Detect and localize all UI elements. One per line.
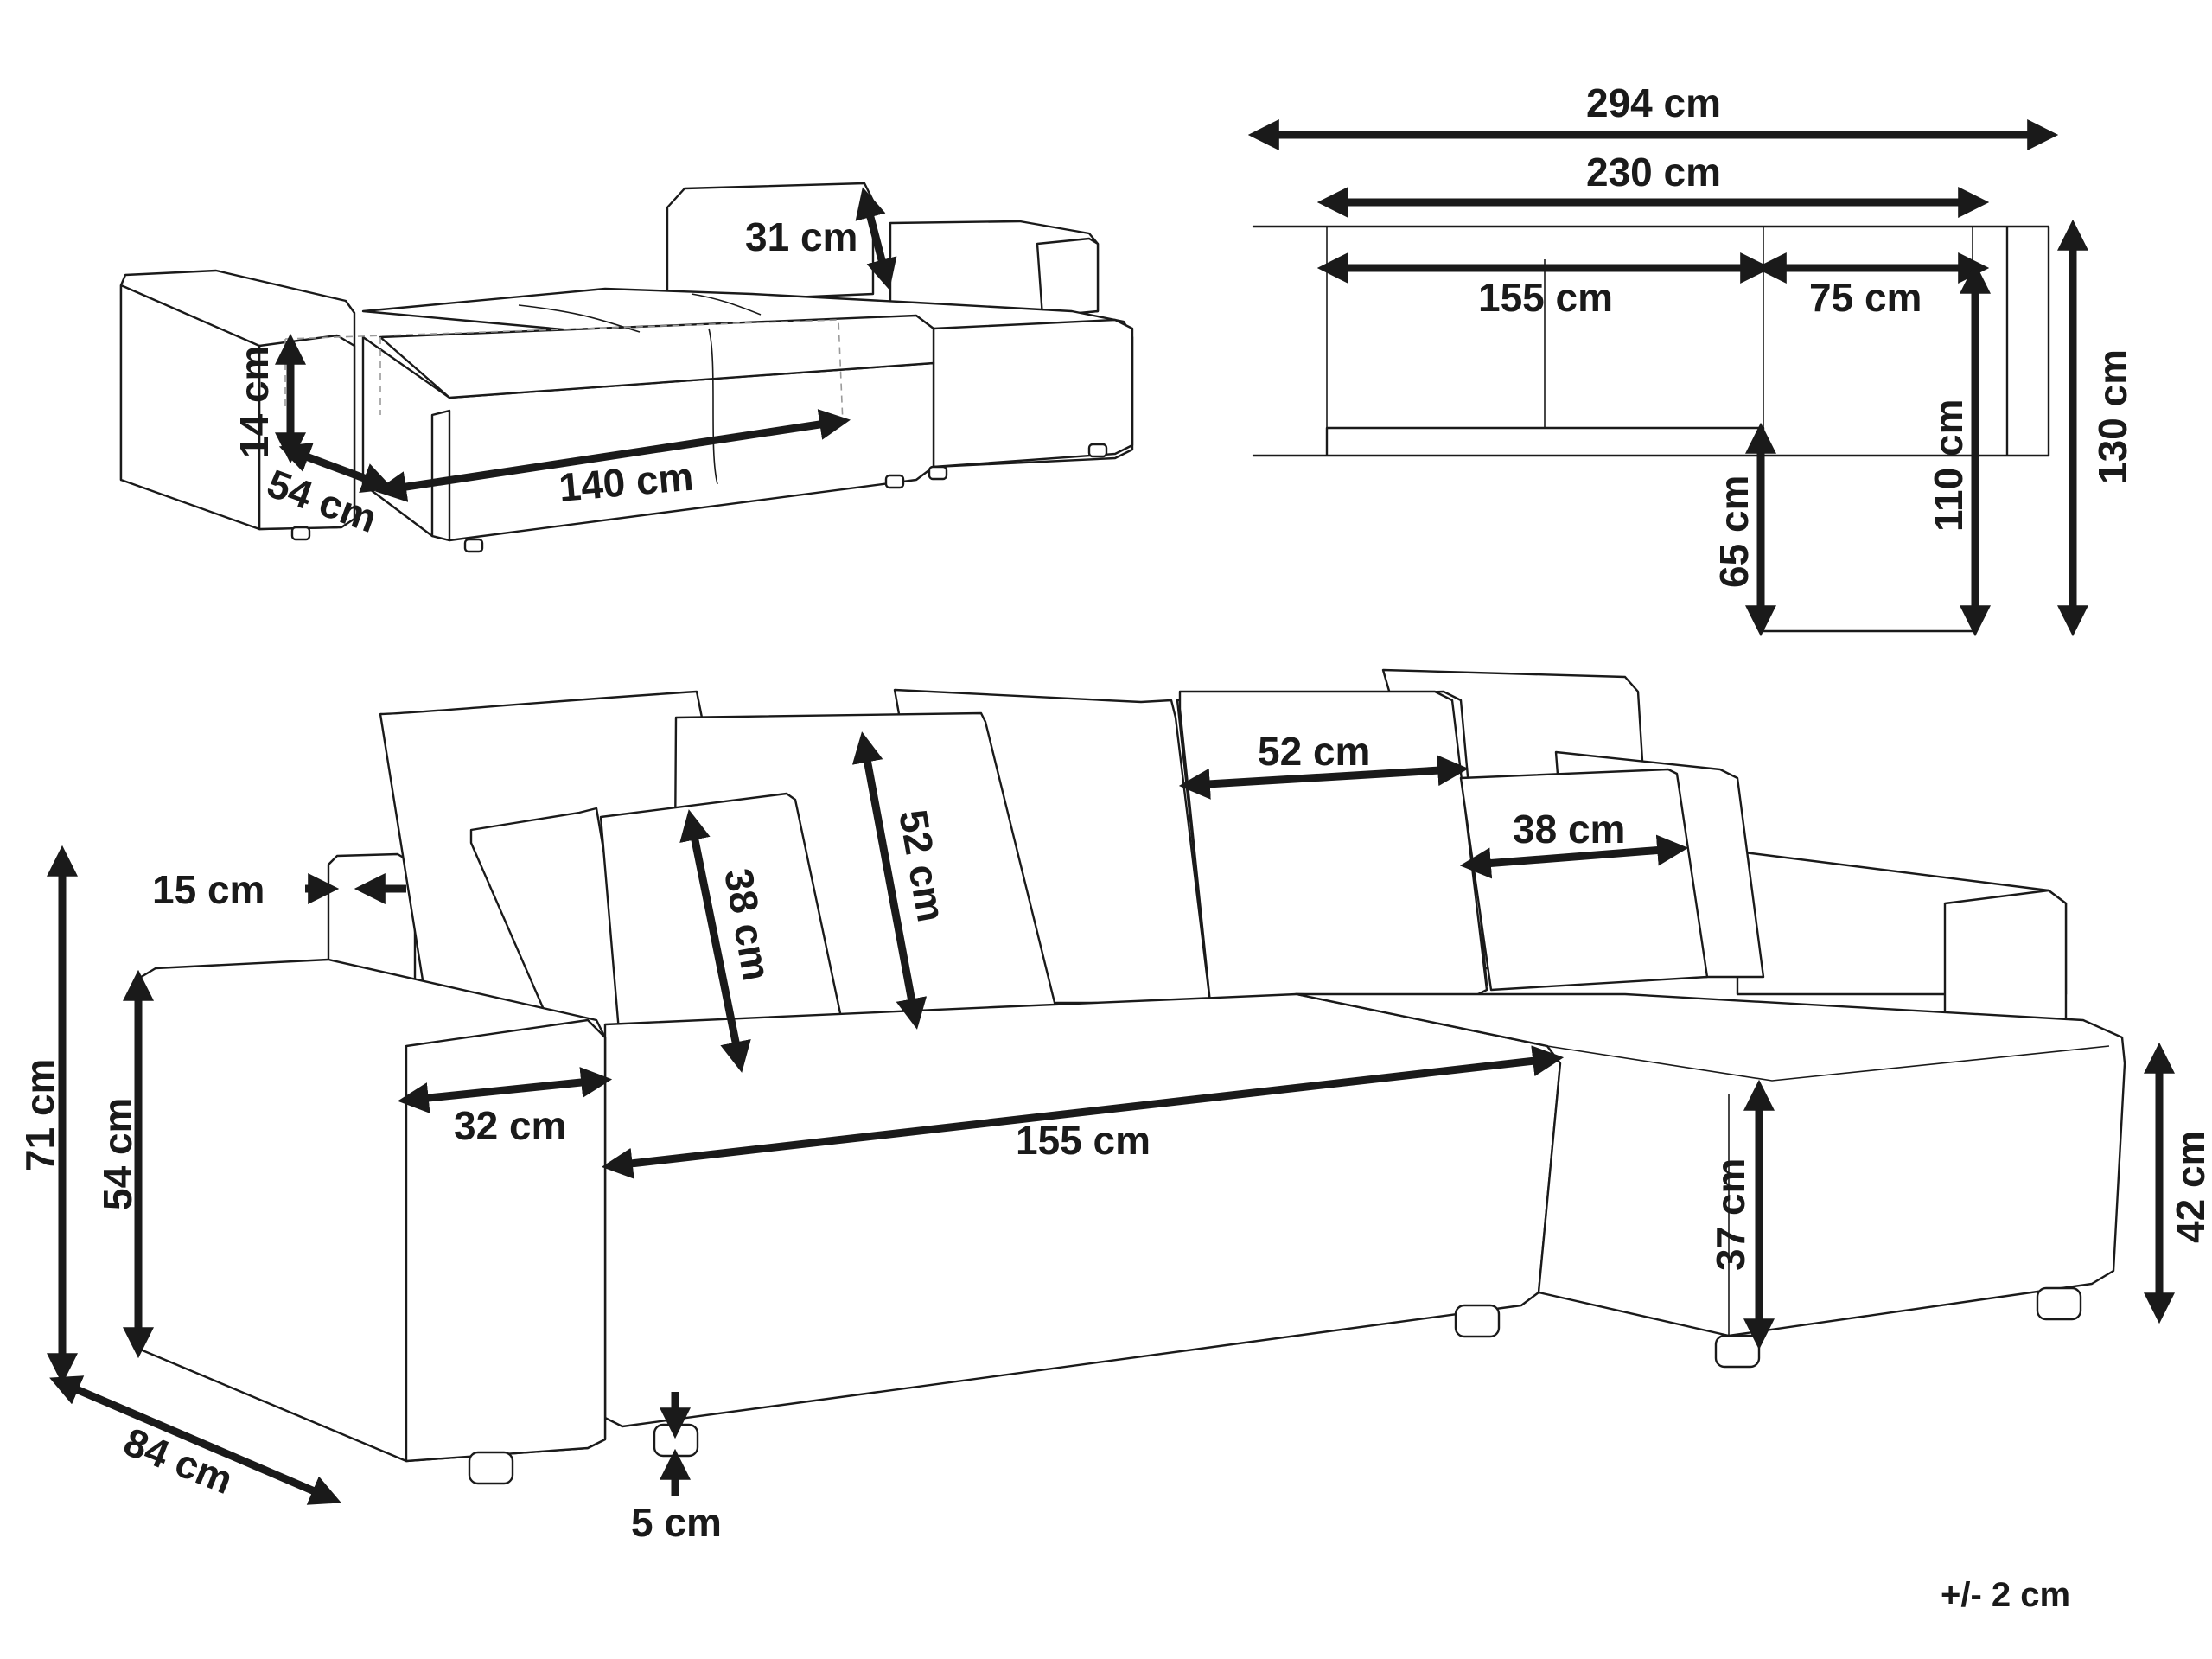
label-52cm-width: 52 cm — [1258, 729, 1370, 774]
bed-front-edge — [430, 409, 451, 542]
label-65cm: 65 cm — [1712, 475, 1756, 588]
label-14cm: 14 cm — [232, 346, 277, 458]
arrow-140cm — [374, 409, 851, 502]
arrow-38cm-height — [679, 809, 751, 1073]
arrow-32cm — [397, 1067, 613, 1113]
leg — [1714, 1334, 1761, 1369]
label-37cm: 37 cm — [1708, 1158, 1753, 1271]
label-75cm: 75 cm — [1809, 275, 1922, 320]
label-15cm: 15 cm — [152, 867, 265, 912]
arrow-155cm-front — [601, 1045, 1565, 1179]
leg — [463, 538, 484, 553]
arrow-31cm — [855, 187, 897, 290]
leg — [928, 465, 948, 481]
bed-hidden-lines — [284, 319, 844, 424]
leg — [1087, 443, 1108, 458]
front-view: 15 cm 71 cm 54 cm 84 cm 32 cm 155 cm 5 c… — [17, 668, 2212, 1545]
label-155cm-front: 155 cm — [1016, 1118, 1151, 1163]
cushion-seam-1 — [518, 304, 641, 333]
label-32cm: 32 cm — [454, 1103, 566, 1148]
arrow-38cm-width — [1459, 834, 1689, 879]
label-230cm: 230 cm — [1586, 150, 1721, 195]
leg — [290, 526, 311, 541]
label-5cm: 5 cm — [631, 1500, 722, 1545]
label-31cm: 31 cm — [745, 214, 857, 259]
left-armrest-face — [405, 1018, 607, 1463]
label-130cm: 130 cm — [2090, 349, 2135, 484]
leg — [468, 1451, 514, 1485]
label-38cm-width: 38 cm — [1513, 807, 1625, 852]
label-155cm-top: 155 cm — [1478, 275, 1613, 320]
mattress-top — [379, 314, 935, 399]
arrow-52cm-width — [1178, 755, 1469, 800]
label-294cm: 294 cm — [1586, 80, 1721, 125]
pillow-small-front-2 — [1459, 768, 1709, 992]
sofa-bed-view: 31 cm 14 cm 54 cm 140 cm — [119, 182, 1134, 553]
label-110cm: 110 cm — [1926, 399, 1971, 532]
tolerance-note: +/- 2 cm — [1941, 1576, 2070, 1614]
leg — [1454, 1304, 1501, 1338]
label-71cm: 71 cm — [17, 1059, 62, 1171]
arrow-52cm-height — [851, 731, 928, 1030]
arrow-54cm — [278, 443, 394, 493]
main-seat — [603, 992, 1562, 1428]
leg — [653, 1423, 699, 1458]
right-armrest-end — [1036, 237, 1100, 318]
label-42cm: 42 cm — [2168, 1131, 2212, 1243]
arrow-84cm — [49, 1375, 341, 1505]
right-armrest-back — [1943, 889, 2068, 1022]
top-view: 294 cm 230 cm 155 cm 75 cm 130 cm 110 cm… — [1247, 80, 2135, 637]
leg — [2036, 1286, 2082, 1321]
left-armrest-side — [119, 284, 261, 531]
cushion-seam-2 — [691, 293, 762, 316]
label-54cm-arm: 54 cm — [95, 1098, 140, 1210]
leg — [884, 474, 905, 489]
